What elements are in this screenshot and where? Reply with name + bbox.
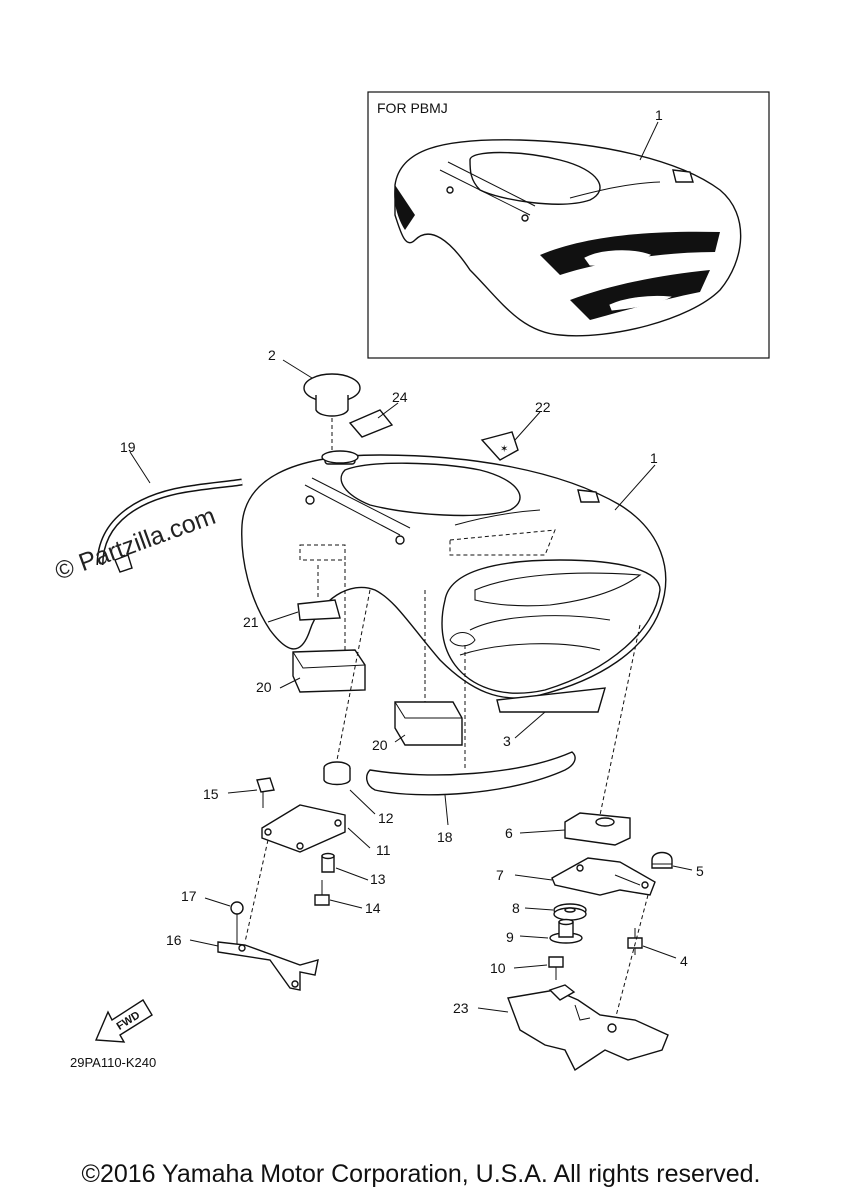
decal-3[interactable]	[496, 687, 606, 713]
fuel-tank[interactable]	[241, 453, 667, 699]
svg-text:✶: ✶	[500, 444, 508, 455]
callout-17: 17	[181, 888, 197, 904]
inset-panel: FOR PBMJ 1	[367, 91, 770, 359]
collar-13[interactable]	[321, 852, 335, 873]
emblem-22[interactable]	[480, 431, 519, 461]
bracket-7[interactable]	[551, 857, 656, 896]
damper-8[interactable]	[553, 903, 587, 921]
callout-20a: 20	[256, 679, 272, 695]
callout-22: 22	[535, 399, 551, 415]
nut-5[interactable]	[651, 851, 673, 869]
callout-1: 1	[650, 450, 658, 466]
callout-24: 24	[392, 389, 408, 405]
callout-15: 15	[203, 786, 219, 802]
callout-16: 16	[166, 932, 182, 948]
callout-13: 13	[370, 871, 386, 887]
callout-10: 10	[490, 960, 506, 976]
callout-12: 12	[378, 810, 394, 826]
diagram-ref: 29PA110-K240	[70, 1055, 156, 1070]
callout-6: 6	[505, 825, 513, 841]
bracket-11[interactable]	[261, 804, 346, 853]
bolt-14[interactable]	[314, 880, 330, 906]
watermark: © Partzilla.com	[51, 502, 219, 586]
bracket-16[interactable]	[217, 941, 319, 991]
callout-20b: 20	[372, 737, 388, 753]
callout-3: 3	[503, 733, 511, 749]
inset-fuel-tank[interactable]	[394, 139, 742, 337]
callout-11: 11	[376, 842, 391, 858]
damper-12[interactable]	[323, 761, 351, 786]
tube-19[interactable]	[96, 478, 243, 573]
callout-14: 14	[365, 900, 381, 916]
bolt-10[interactable]	[548, 956, 564, 980]
copyright: ©2016 Yamaha Motor Corporation, U.S.A. A…	[81, 1160, 761, 1188]
callout-8: 8	[512, 900, 520, 916]
fwd-arrow-icon: FWD	[94, 999, 153, 1043]
callout-18: 18	[437, 829, 453, 845]
bolt-15[interactable]	[256, 777, 275, 808]
collar-9[interactable]	[549, 918, 583, 944]
callout-21: 21	[243, 614, 259, 630]
callout-19: 19	[120, 439, 136, 455]
callout-5: 5	[696, 863, 704, 879]
inset-label: FOR PBMJ	[377, 100, 448, 116]
callout-2: 2	[268, 347, 276, 363]
callout-23: 23	[453, 1000, 469, 1016]
callout-9: 9	[506, 929, 514, 945]
callout-7: 7	[496, 867, 504, 883]
bolt-17[interactable]	[230, 901, 244, 945]
damper-20-b[interactable]	[394, 701, 463, 746]
callout-4: 4	[680, 953, 688, 969]
callout-1-inset: 1	[655, 107, 663, 123]
fuel-cap[interactable]	[303, 373, 361, 417]
bracket-23[interactable]	[507, 984, 669, 1072]
molding-18[interactable]	[366, 751, 576, 796]
label-24[interactable]	[348, 409, 394, 438]
damper-20-a[interactable]	[292, 649, 366, 693]
bolt-4[interactable]	[627, 928, 643, 955]
pad-21[interactable]	[297, 599, 341, 621]
damper-6[interactable]	[564, 812, 631, 846]
